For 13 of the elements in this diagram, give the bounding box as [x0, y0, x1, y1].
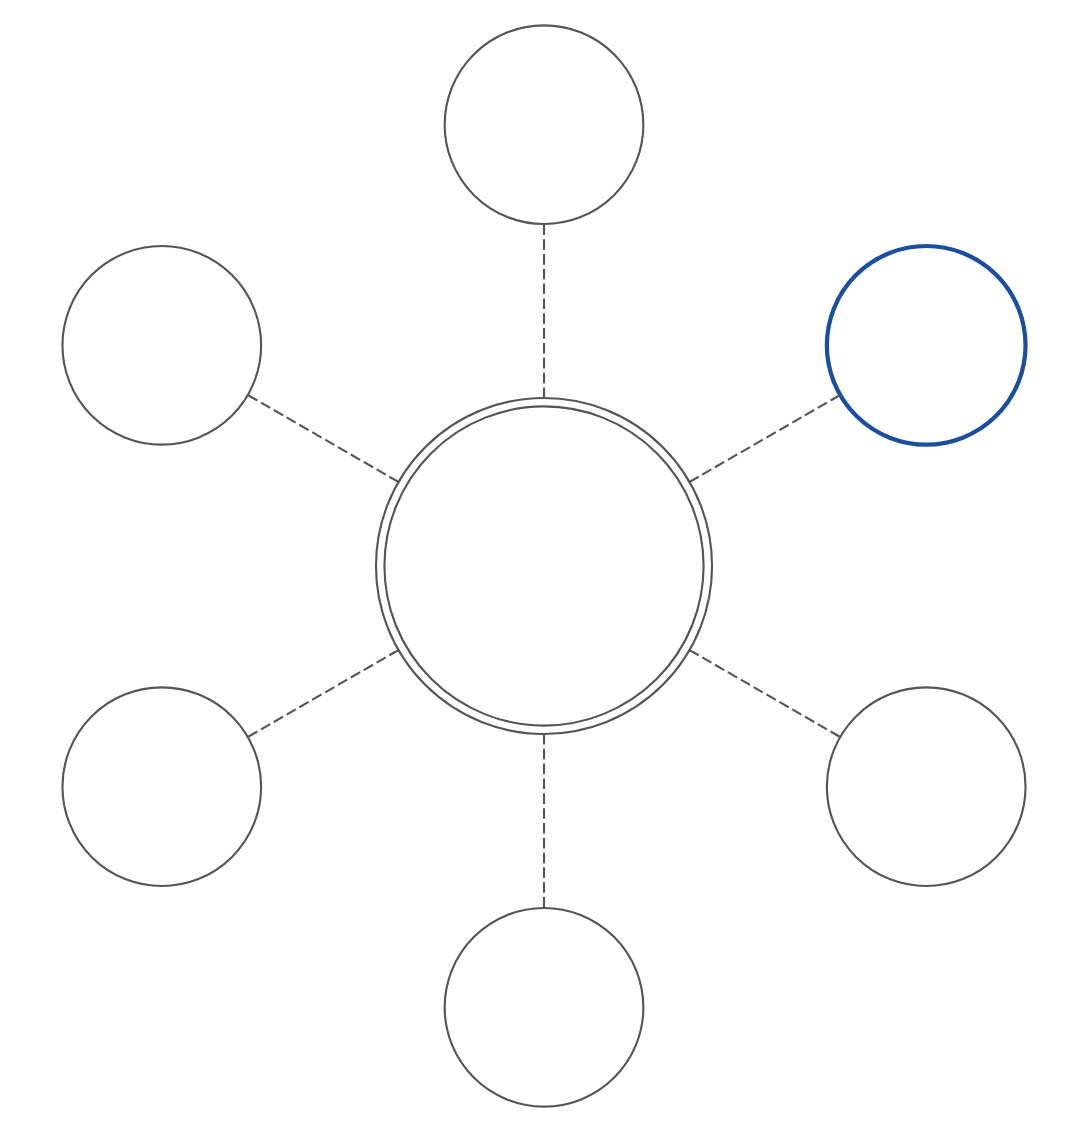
connector	[247, 394, 399, 483]
connector	[689, 649, 841, 738]
node-circle	[61, 244, 263, 446]
connector	[689, 394, 841, 483]
node-circle	[443, 906, 645, 1108]
connector	[247, 649, 399, 738]
node-circle	[824, 243, 1028, 447]
connector	[542, 734, 546, 908]
connector	[542, 224, 546, 398]
node-circle	[825, 686, 1027, 888]
node-circle	[374, 396, 714, 736]
node-circle	[443, 24, 645, 226]
node-circle	[61, 686, 263, 888]
